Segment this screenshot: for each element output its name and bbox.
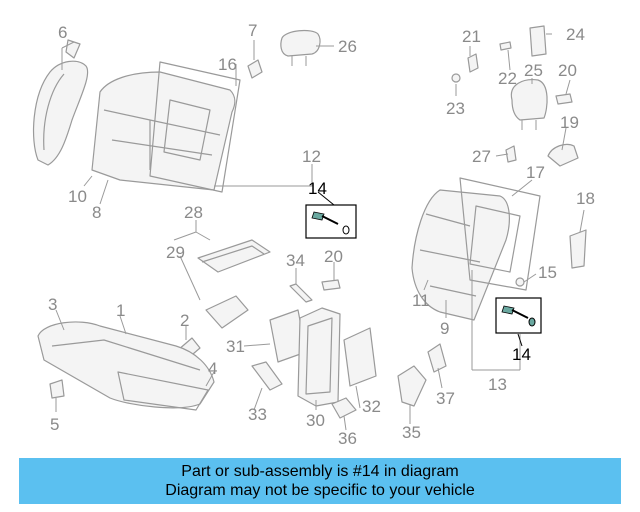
callout-15: 15	[538, 263, 557, 282]
callout-13: 13	[488, 375, 507, 394]
callout-14-upper: 14	[308, 179, 327, 198]
seat-cushion-drawing	[37, 321, 215, 411]
part-20-lower-drawing	[321, 279, 341, 291]
callout-24: 24	[566, 25, 585, 44]
parts-diagram: 6 7 26 16 12 10 8 14 28 29 34 20 3 1 2 4…	[32, 21, 595, 448]
leader-lines	[55, 33, 585, 431]
callout-10: 10	[68, 187, 87, 206]
callout-32: 32	[362, 397, 381, 416]
callout-labels: 6 7 26 16 12 10 8 14 28 29 34 20 3 1 2 4…	[48, 21, 595, 448]
part-30-drawing	[297, 307, 341, 407]
callout-12: 12	[302, 147, 321, 166]
callout-20-lower: 20	[324, 247, 343, 266]
part-21-drawing	[467, 53, 479, 73]
part-15-drawing	[515, 277, 525, 287]
callout-18: 18	[576, 189, 595, 208]
part-22-drawing	[499, 41, 512, 51]
part-36-drawing	[331, 397, 357, 419]
callout-3: 3	[48, 295, 57, 314]
callout-34: 34	[286, 251, 305, 270]
part-33-drawing	[251, 361, 283, 391]
part-7-drawing	[247, 59, 263, 79]
part-35-drawing	[397, 365, 427, 407]
callout-29: 29	[166, 243, 185, 262]
callout-22: 22	[498, 69, 517, 88]
part-14-lower-drawing	[495, 297, 542, 334]
part-23-drawing	[451, 73, 461, 83]
callout-5: 5	[50, 415, 59, 434]
part-27-drawing	[505, 145, 517, 163]
part-20-upper-drawing	[555, 93, 573, 105]
part-14-highlight-box-lower	[495, 297, 542, 334]
callout-6: 6	[58, 23, 67, 42]
rear-seatback-right-drawing	[411, 177, 541, 321]
callout-33: 33	[248, 405, 267, 424]
part-info-banner: Part or sub-assembly is #14 in diagram D…	[19, 458, 621, 504]
rear-seatback-left-drawing	[91, 61, 241, 193]
part-14-upper-drawing	[305, 204, 357, 239]
callout-27: 27	[472, 147, 491, 166]
part-18-drawing	[569, 229, 587, 269]
callout-1: 1	[116, 301, 125, 320]
part-24-drawing	[529, 25, 547, 57]
callout-8: 8	[92, 203, 101, 222]
banner-line-1: Part or sub-assembly is #14 in diagram	[181, 463, 459, 480]
callout-21: 21	[462, 27, 481, 46]
part-37-drawing	[427, 343, 447, 373]
callout-16: 16	[218, 55, 237, 74]
callout-36: 36	[338, 429, 357, 448]
callout-26: 26	[338, 37, 357, 56]
banner-line-2: Diagram may not be specific to your vehi…	[165, 482, 475, 499]
callout-20-upper: 20	[558, 61, 577, 80]
callout-25: 25	[524, 61, 543, 80]
part-14-highlight-box-upper	[305, 204, 357, 239]
part-19-drawing	[547, 143, 579, 167]
part-28-drawing	[197, 239, 271, 273]
callout-35: 35	[402, 423, 421, 442]
part-32-drawing	[343, 327, 377, 387]
callout-30: 30	[306, 411, 325, 430]
callout-9: 9	[440, 319, 449, 338]
part-34-drawing	[289, 283, 313, 303]
part-26-drawing	[280, 29, 321, 66]
callout-37: 37	[436, 389, 455, 408]
callout-11: 11	[412, 291, 430, 310]
callout-4: 4	[208, 359, 217, 378]
callout-23: 23	[446, 99, 465, 118]
part-29-drawing	[205, 295, 249, 329]
callout-31: 31	[226, 337, 245, 356]
callout-19: 19	[560, 113, 579, 132]
part-5-drawing	[49, 379, 65, 399]
part-6-drawing	[32, 39, 89, 166]
callout-14-lower: 14	[512, 345, 531, 364]
callout-7: 7	[248, 21, 257, 40]
callout-2: 2	[180, 311, 189, 330]
callout-17: 17	[526, 163, 545, 182]
part-25-drawing	[510, 79, 548, 130]
callout-28: 28	[184, 203, 203, 222]
